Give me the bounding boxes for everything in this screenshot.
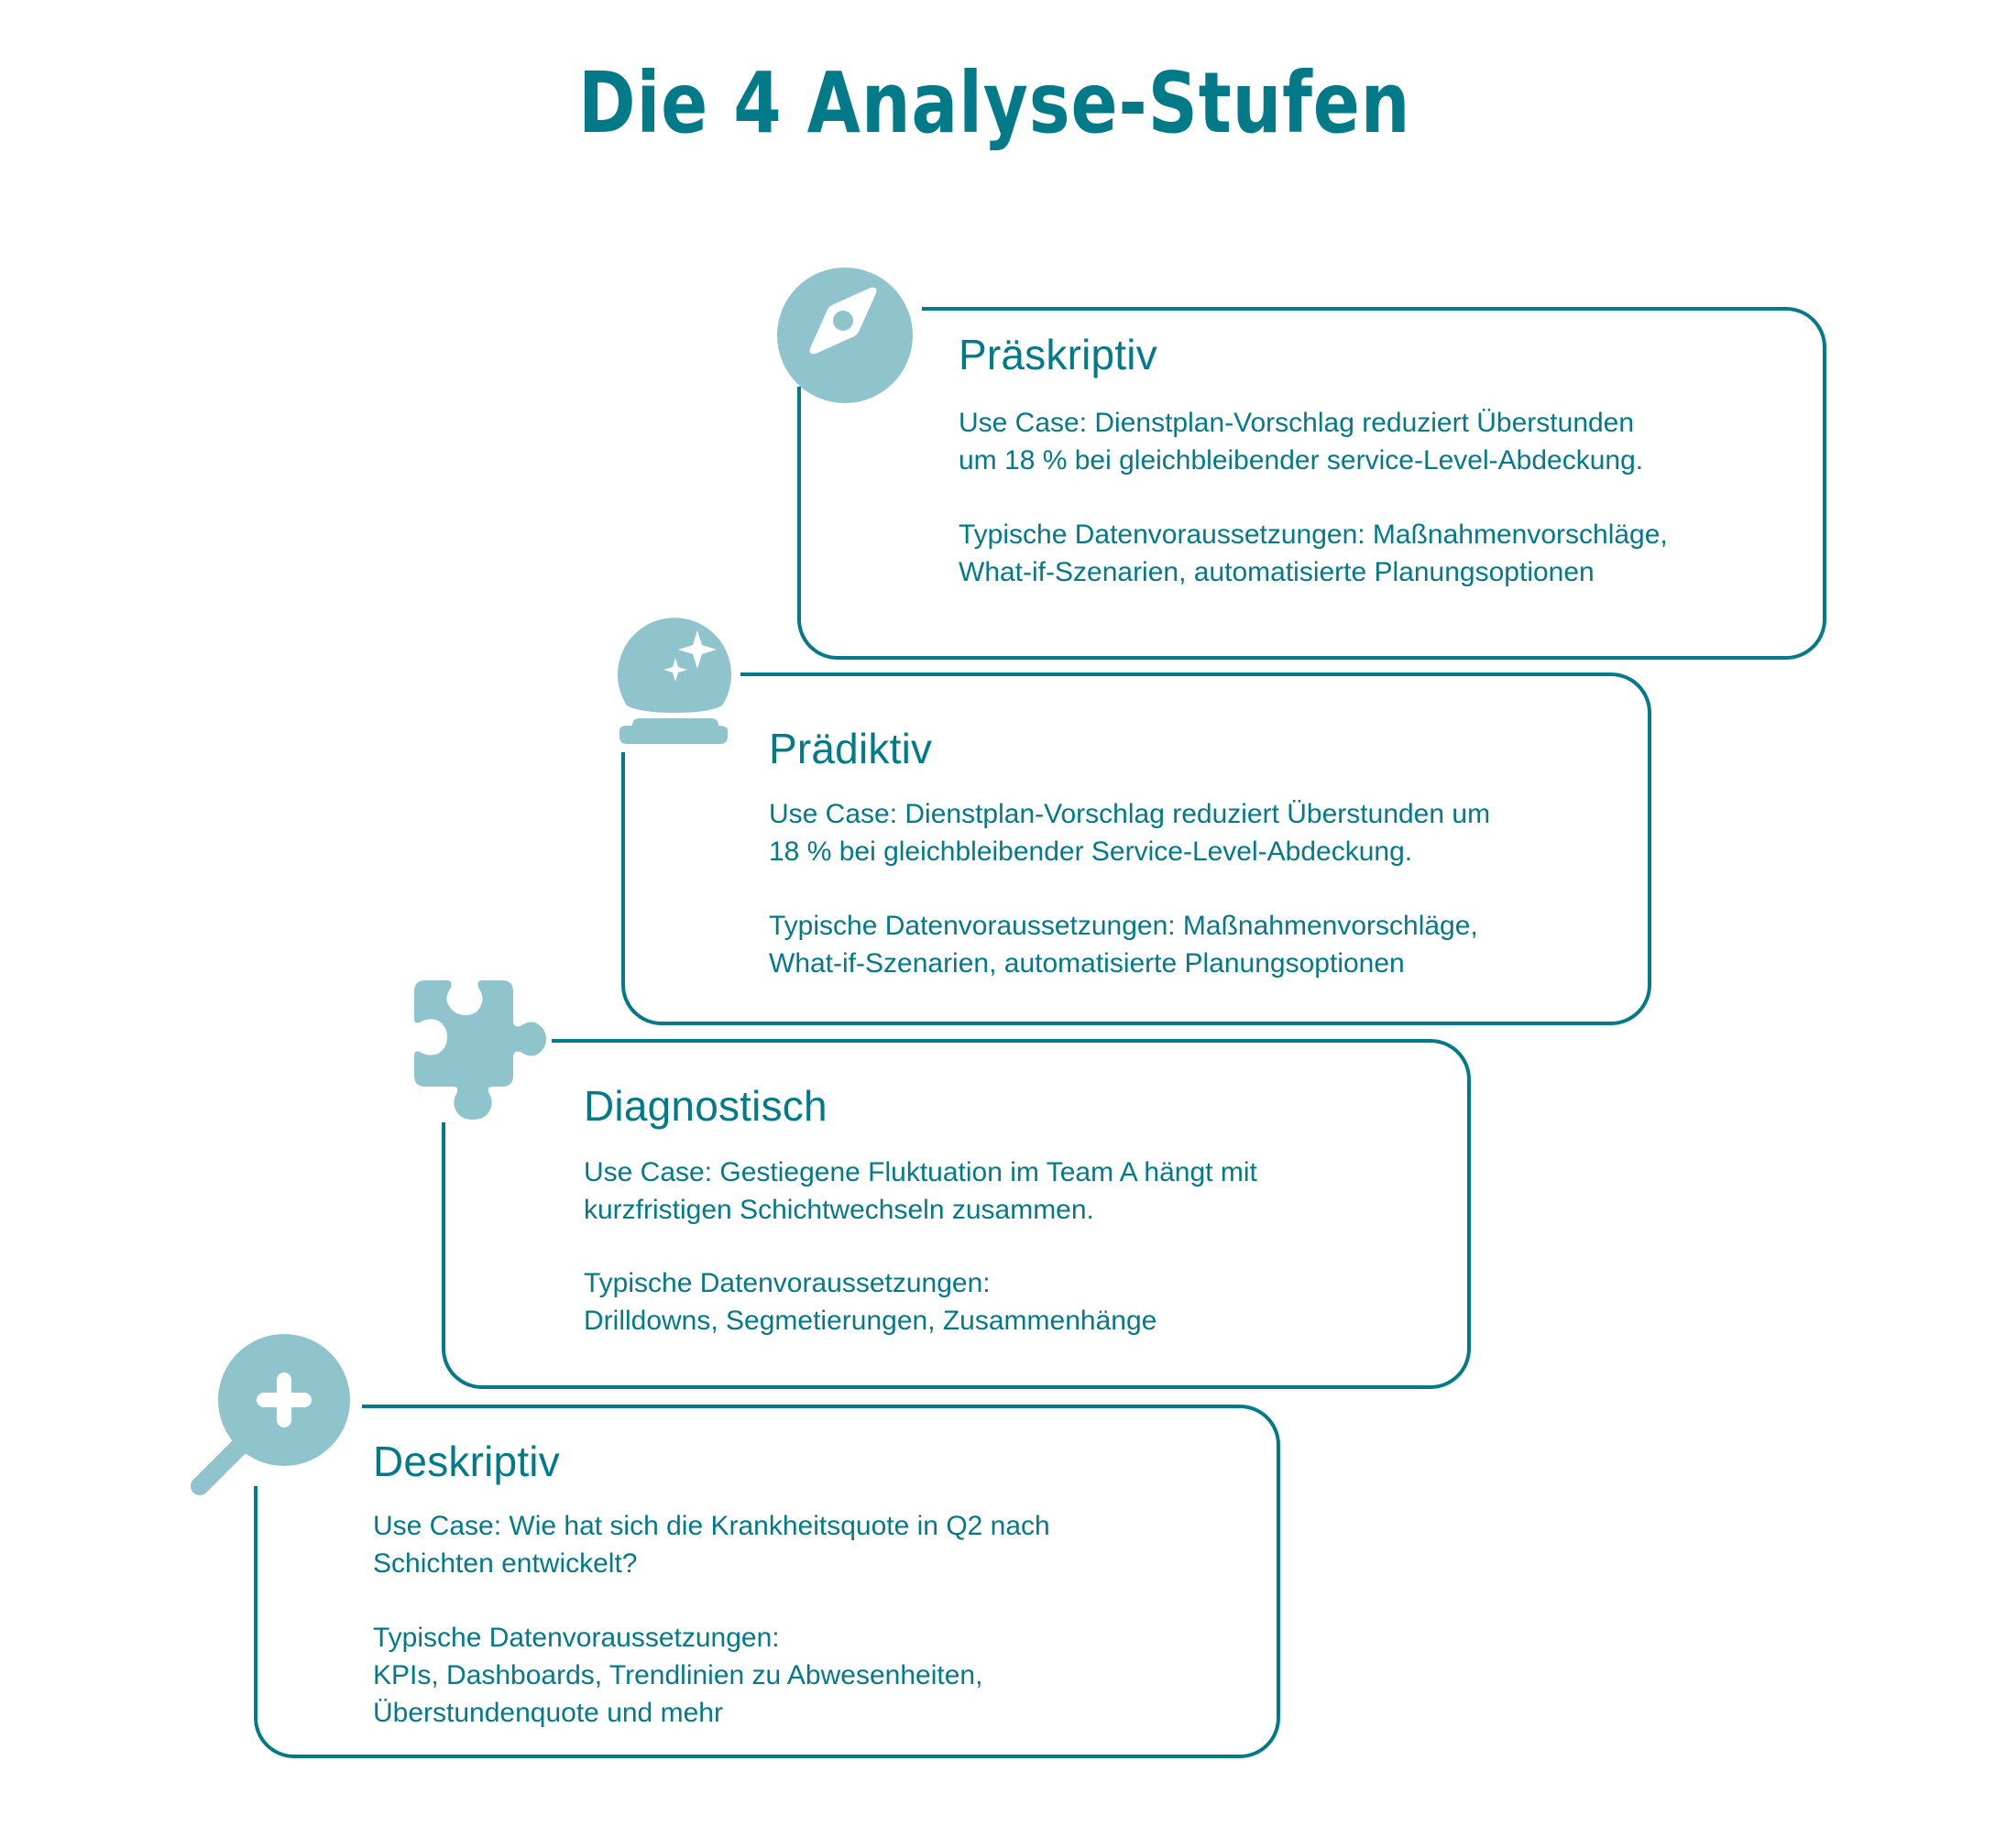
stage-box — [621, 672, 1651, 1025]
puzzle-piece-icon — [401, 977, 548, 1123]
stage-box — [254, 1405, 1280, 1758]
stage-requirements: Typische Datenvoraussetzungen: Maßnahmen… — [769, 911, 1478, 979]
crystal-ball-icon — [608, 618, 740, 746]
stage-box — [442, 1039, 1471, 1389]
stage-requirements: Typische Datenvoraussetzungen: KPIs, Das… — [373, 1623, 983, 1728]
stage-requirements: Typische Datenvoraussetzungen: Maßnahmen… — [959, 519, 1668, 587]
stage-use-case: Use Case: Dienstplan-Vorschlag reduziert… — [959, 408, 1644, 476]
stage-use-case: Use Case: Wie hat sich die Krankheitsquo… — [373, 1511, 1050, 1579]
stage-use-case: Use Case: Dienstplan-Vorschlag reduziert… — [769, 799, 1491, 867]
compass-icon — [775, 266, 915, 405]
stage-box — [797, 307, 1826, 660]
stage-title: Prädiktiv — [769, 725, 933, 772]
magnifier-plus-icon — [181, 1334, 356, 1499]
stage-title: Deskriptiv — [373, 1438, 560, 1485]
stage-use-case: Use Case: Gestiegene Fluktuation im Team… — [584, 1157, 1257, 1225]
stage-title: Diagnostisch — [584, 1082, 828, 1130]
stage-title: Präskriptiv — [959, 331, 1157, 378]
page-title: Die 4 Analyse-Stufen — [578, 54, 1411, 152]
stage-requirements: Typische Datenvoraussetzungen: Drilldown… — [584, 1268, 1157, 1336]
